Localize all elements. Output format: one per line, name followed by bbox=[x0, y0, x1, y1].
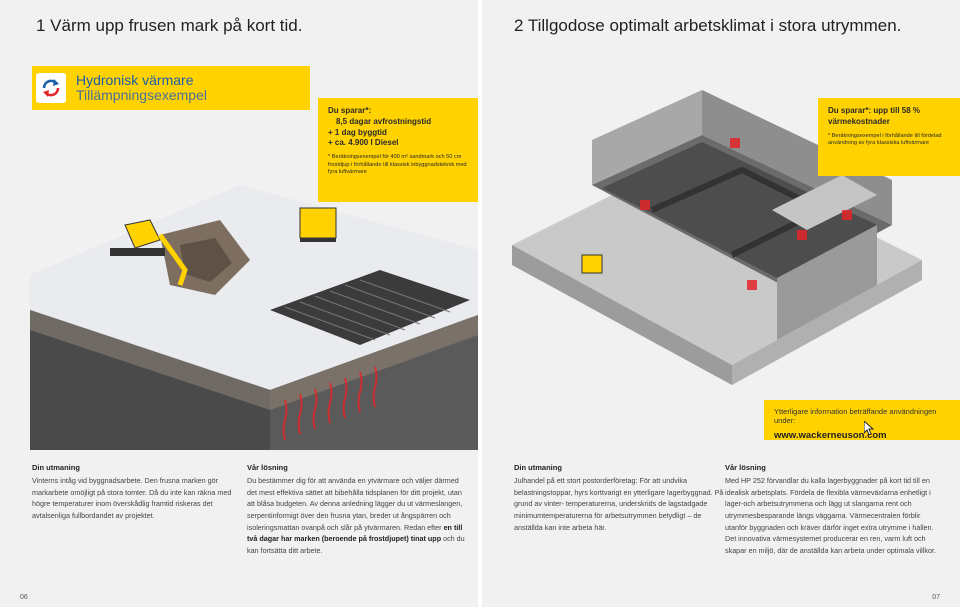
solution-text-right: Med HP 252 förvandlar du kalla lagerbygg… bbox=[725, 476, 936, 556]
product-header-tab: Hydronisk värmare Tillämpningsexempel bbox=[32, 66, 310, 110]
solution-text: Du bestämmer dig för att använda en ytvä… bbox=[247, 476, 465, 556]
product-subtitle: Tillämpningsexempel bbox=[76, 87, 207, 103]
more-info-text: Ytterligare information beträffande anvä… bbox=[774, 407, 937, 425]
heating-cycle-icon bbox=[36, 73, 66, 103]
challenge-column-right: Din utmaning Julhandel på ett stort post… bbox=[514, 462, 732, 533]
right-page: 2 Tillgodose optimalt arbetsklimat i sto… bbox=[482, 0, 960, 607]
savings-footnote: * Beräkningsexempel för 400 m² sandmark … bbox=[328, 154, 467, 176]
left-page: 1 Värm upp frusen mark på kort tid. bbox=[0, 0, 478, 607]
savings-heading-right: Du sparar*: upp till 58 % bbox=[828, 106, 921, 115]
left-page-title: 1 Värm upp frusen mark på kort tid. bbox=[36, 16, 303, 35]
solution-heading-right: Vår lösning bbox=[725, 463, 766, 472]
warehouse-illustration bbox=[512, 90, 922, 385]
challenge-column-left: Din utmaning Vinterns intåg vid byggnads… bbox=[32, 462, 250, 522]
savings-line-1: 8,5 dagar avfrostningstid bbox=[336, 116, 432, 126]
savings-footnote-right: * Beräkningsexempel i förhållande till f… bbox=[828, 132, 942, 147]
challenge-heading-right: Din utmaning bbox=[514, 463, 562, 472]
right-page-title: 2 Tillgodose optimalt arbetsklimat i sto… bbox=[514, 16, 902, 35]
page-gutter bbox=[478, 0, 482, 607]
challenge-text-right: Julhandel på ett stort postorderföretag:… bbox=[514, 476, 724, 532]
mouse-cursor-icon bbox=[864, 421, 874, 435]
savings-line-2: + 1 dag byggtid bbox=[328, 127, 387, 137]
savings-heading: Du sparar*: bbox=[328, 106, 372, 115]
savings-line-3: + ca. 4.900 l Diesel bbox=[328, 138, 399, 148]
product-name: Hydronisk värmare bbox=[76, 71, 194, 88]
solution-heading: Vår lösning bbox=[247, 463, 288, 472]
savings-box-right: Du sparar*: upp till 58 % värmekostnader… bbox=[818, 98, 960, 176]
savings-line-right: värmekostnader bbox=[828, 116, 890, 126]
website-link[interactable]: www.wackerneuson.com bbox=[774, 430, 887, 441]
solution-column-right: Vår lösning Med HP 252 förvandlar du kal… bbox=[725, 462, 943, 557]
page-number-left: 06 bbox=[20, 594, 28, 601]
savings-box-left: Du sparar*: 8,5 dagar avfrostningstid + … bbox=[318, 98, 478, 202]
page-number-right: 07 bbox=[932, 594, 940, 601]
more-info-bar: Ytterligare information beträffande anvä… bbox=[764, 400, 960, 441]
challenge-text: Vinterns intåg vid byggnadsarbete. Den f… bbox=[32, 476, 232, 521]
frozen-ground-illustration bbox=[30, 185, 478, 450]
solution-column-left: Vår lösning Du bestämmer dig för att anv… bbox=[247, 462, 465, 557]
challenge-heading: Din utmaning bbox=[32, 463, 80, 472]
